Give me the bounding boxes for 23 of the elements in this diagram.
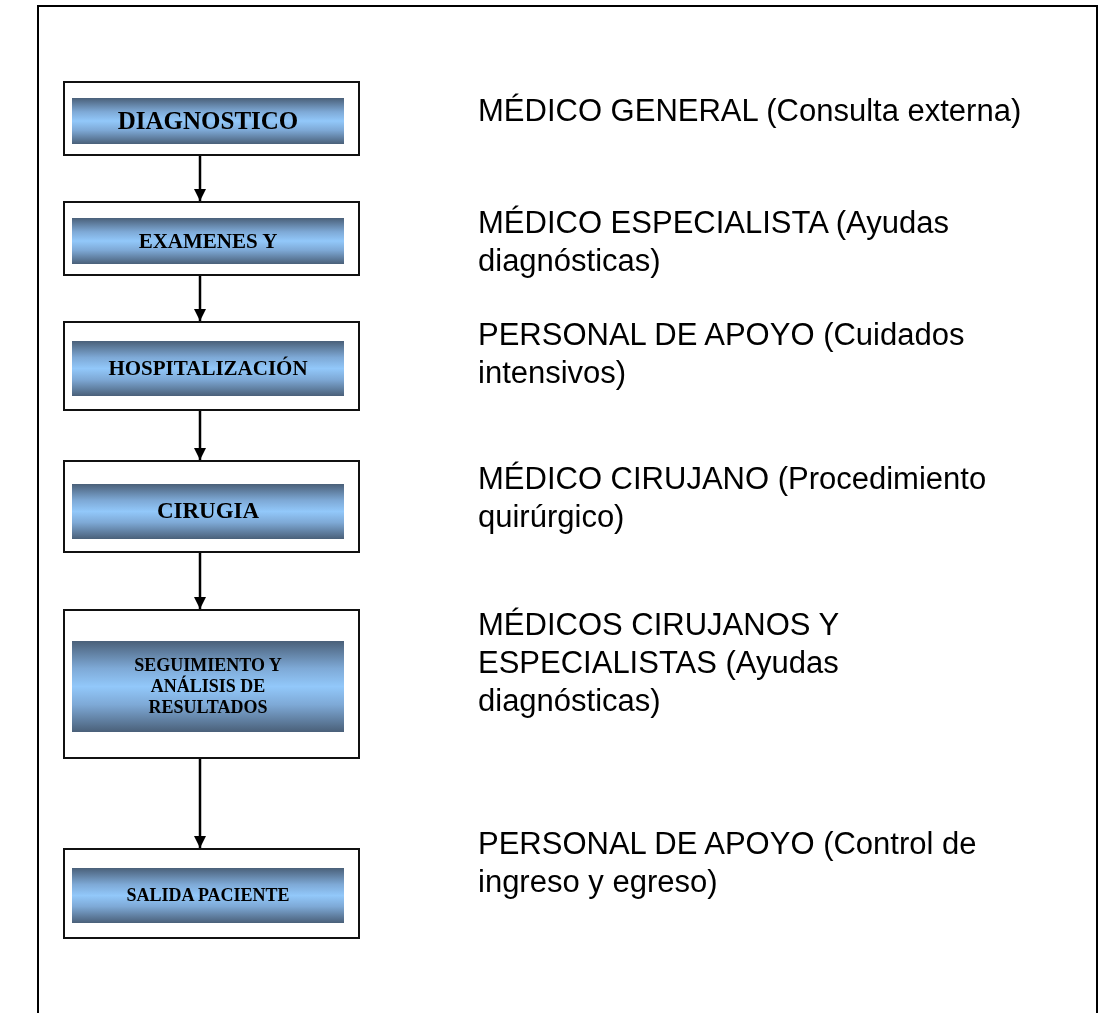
step-label: DIAGNOSTICO	[72, 98, 344, 144]
process-box	[63, 81, 360, 156]
process-box	[63, 609, 360, 759]
process-box	[63, 848, 360, 939]
process-box	[63, 201, 360, 276]
process-box	[63, 460, 360, 553]
role-description: MÉDICO GENERAL (Consulta externa)	[478, 92, 1023, 130]
process-box	[63, 321, 360, 411]
step-label: HOSPITALIZACIÓN	[72, 341, 344, 396]
role-description: PERSONAL DE APOYO (Control de ingreso y egreso)	[478, 825, 978, 901]
arrow	[193, 553, 207, 609]
arrow	[193, 411, 207, 460]
arrow	[193, 276, 207, 321]
step-label: EXAMENES Y	[72, 218, 344, 264]
role-description: MÉDICO CIRUJANO (Procedimiento quirúrgico)	[478, 460, 988, 536]
step-label: SEGUIMIENTO Y ANÁLISIS DE RESULTADOS	[72, 641, 344, 732]
step-label: SALIDA PACIENTE	[72, 868, 344, 923]
role-description: MÉDICO ESPECIALISTA (Ayudas diagnósticas)	[478, 204, 950, 280]
role-description: PERSONAL DE APOYO (Cuidados intensivos)	[478, 316, 966, 392]
role-description: MÉDICOS CIRUJANOS Y ESPECIALISTAS (Ayudas diagnósticas)	[478, 606, 840, 720]
arrow	[193, 759, 207, 848]
arrow	[193, 156, 207, 201]
step-label: CIRUGIA	[72, 484, 344, 539]
